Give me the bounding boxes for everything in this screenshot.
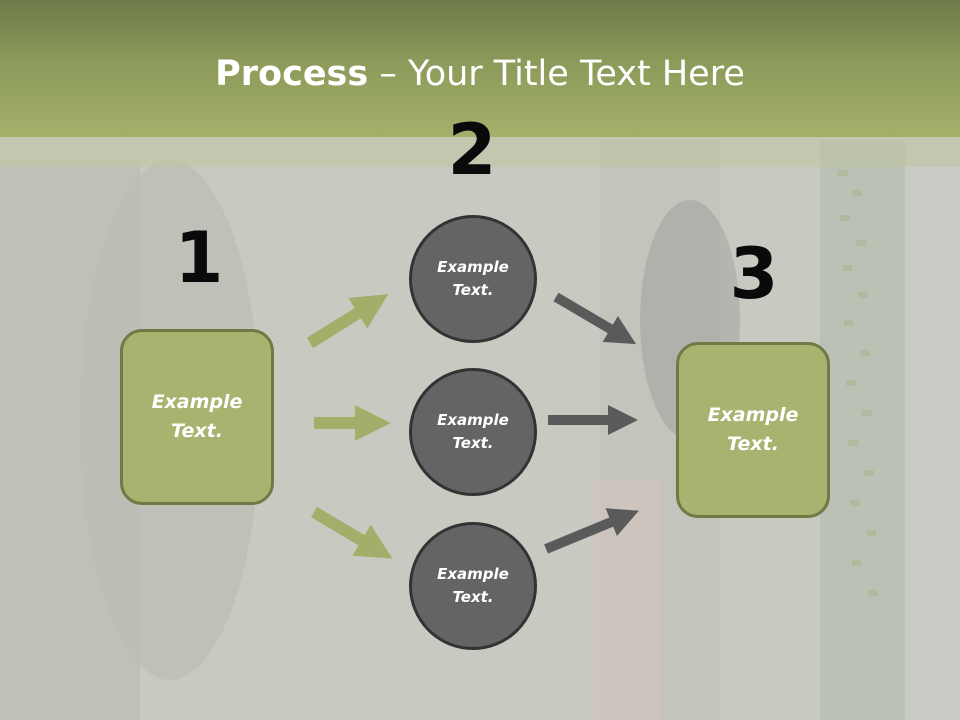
- arrow-start-to-bottom: [310, 506, 393, 559]
- arrow-bottom-to-end: [544, 508, 639, 554]
- slide-title: Process – Your Title Text Here: [0, 52, 960, 96]
- process-circle-bottom[interactable]: Example Text.: [409, 522, 537, 650]
- title-rest-text: – Your Title Text Here: [368, 54, 745, 94]
- start-box[interactable]: Example Text.: [120, 329, 274, 505]
- step-number-2: 2: [447, 109, 497, 191]
- end-box[interactable]: Example Text.: [676, 342, 830, 518]
- start-box-label: Example Text.: [151, 391, 243, 442]
- step-number-1: 1: [174, 217, 224, 299]
- circle-bottom-label: Example Text.: [437, 565, 509, 606]
- circle-middle-label: Example Text.: [437, 411, 509, 452]
- arrow-top-to-end: [553, 292, 637, 345]
- title-bold-text: Process: [215, 54, 369, 94]
- step-number-3: 3: [729, 233, 779, 315]
- arrow-start-to-top: [306, 294, 389, 349]
- process-circle-middle[interactable]: Example Text.: [409, 368, 537, 496]
- end-box-label: Example Text.: [707, 404, 799, 455]
- title-strip: [0, 137, 960, 167]
- circle-top-label: Example Text.: [437, 258, 509, 299]
- process-circle-top[interactable]: Example Text.: [409, 215, 537, 343]
- title-band: [0, 0, 960, 137]
